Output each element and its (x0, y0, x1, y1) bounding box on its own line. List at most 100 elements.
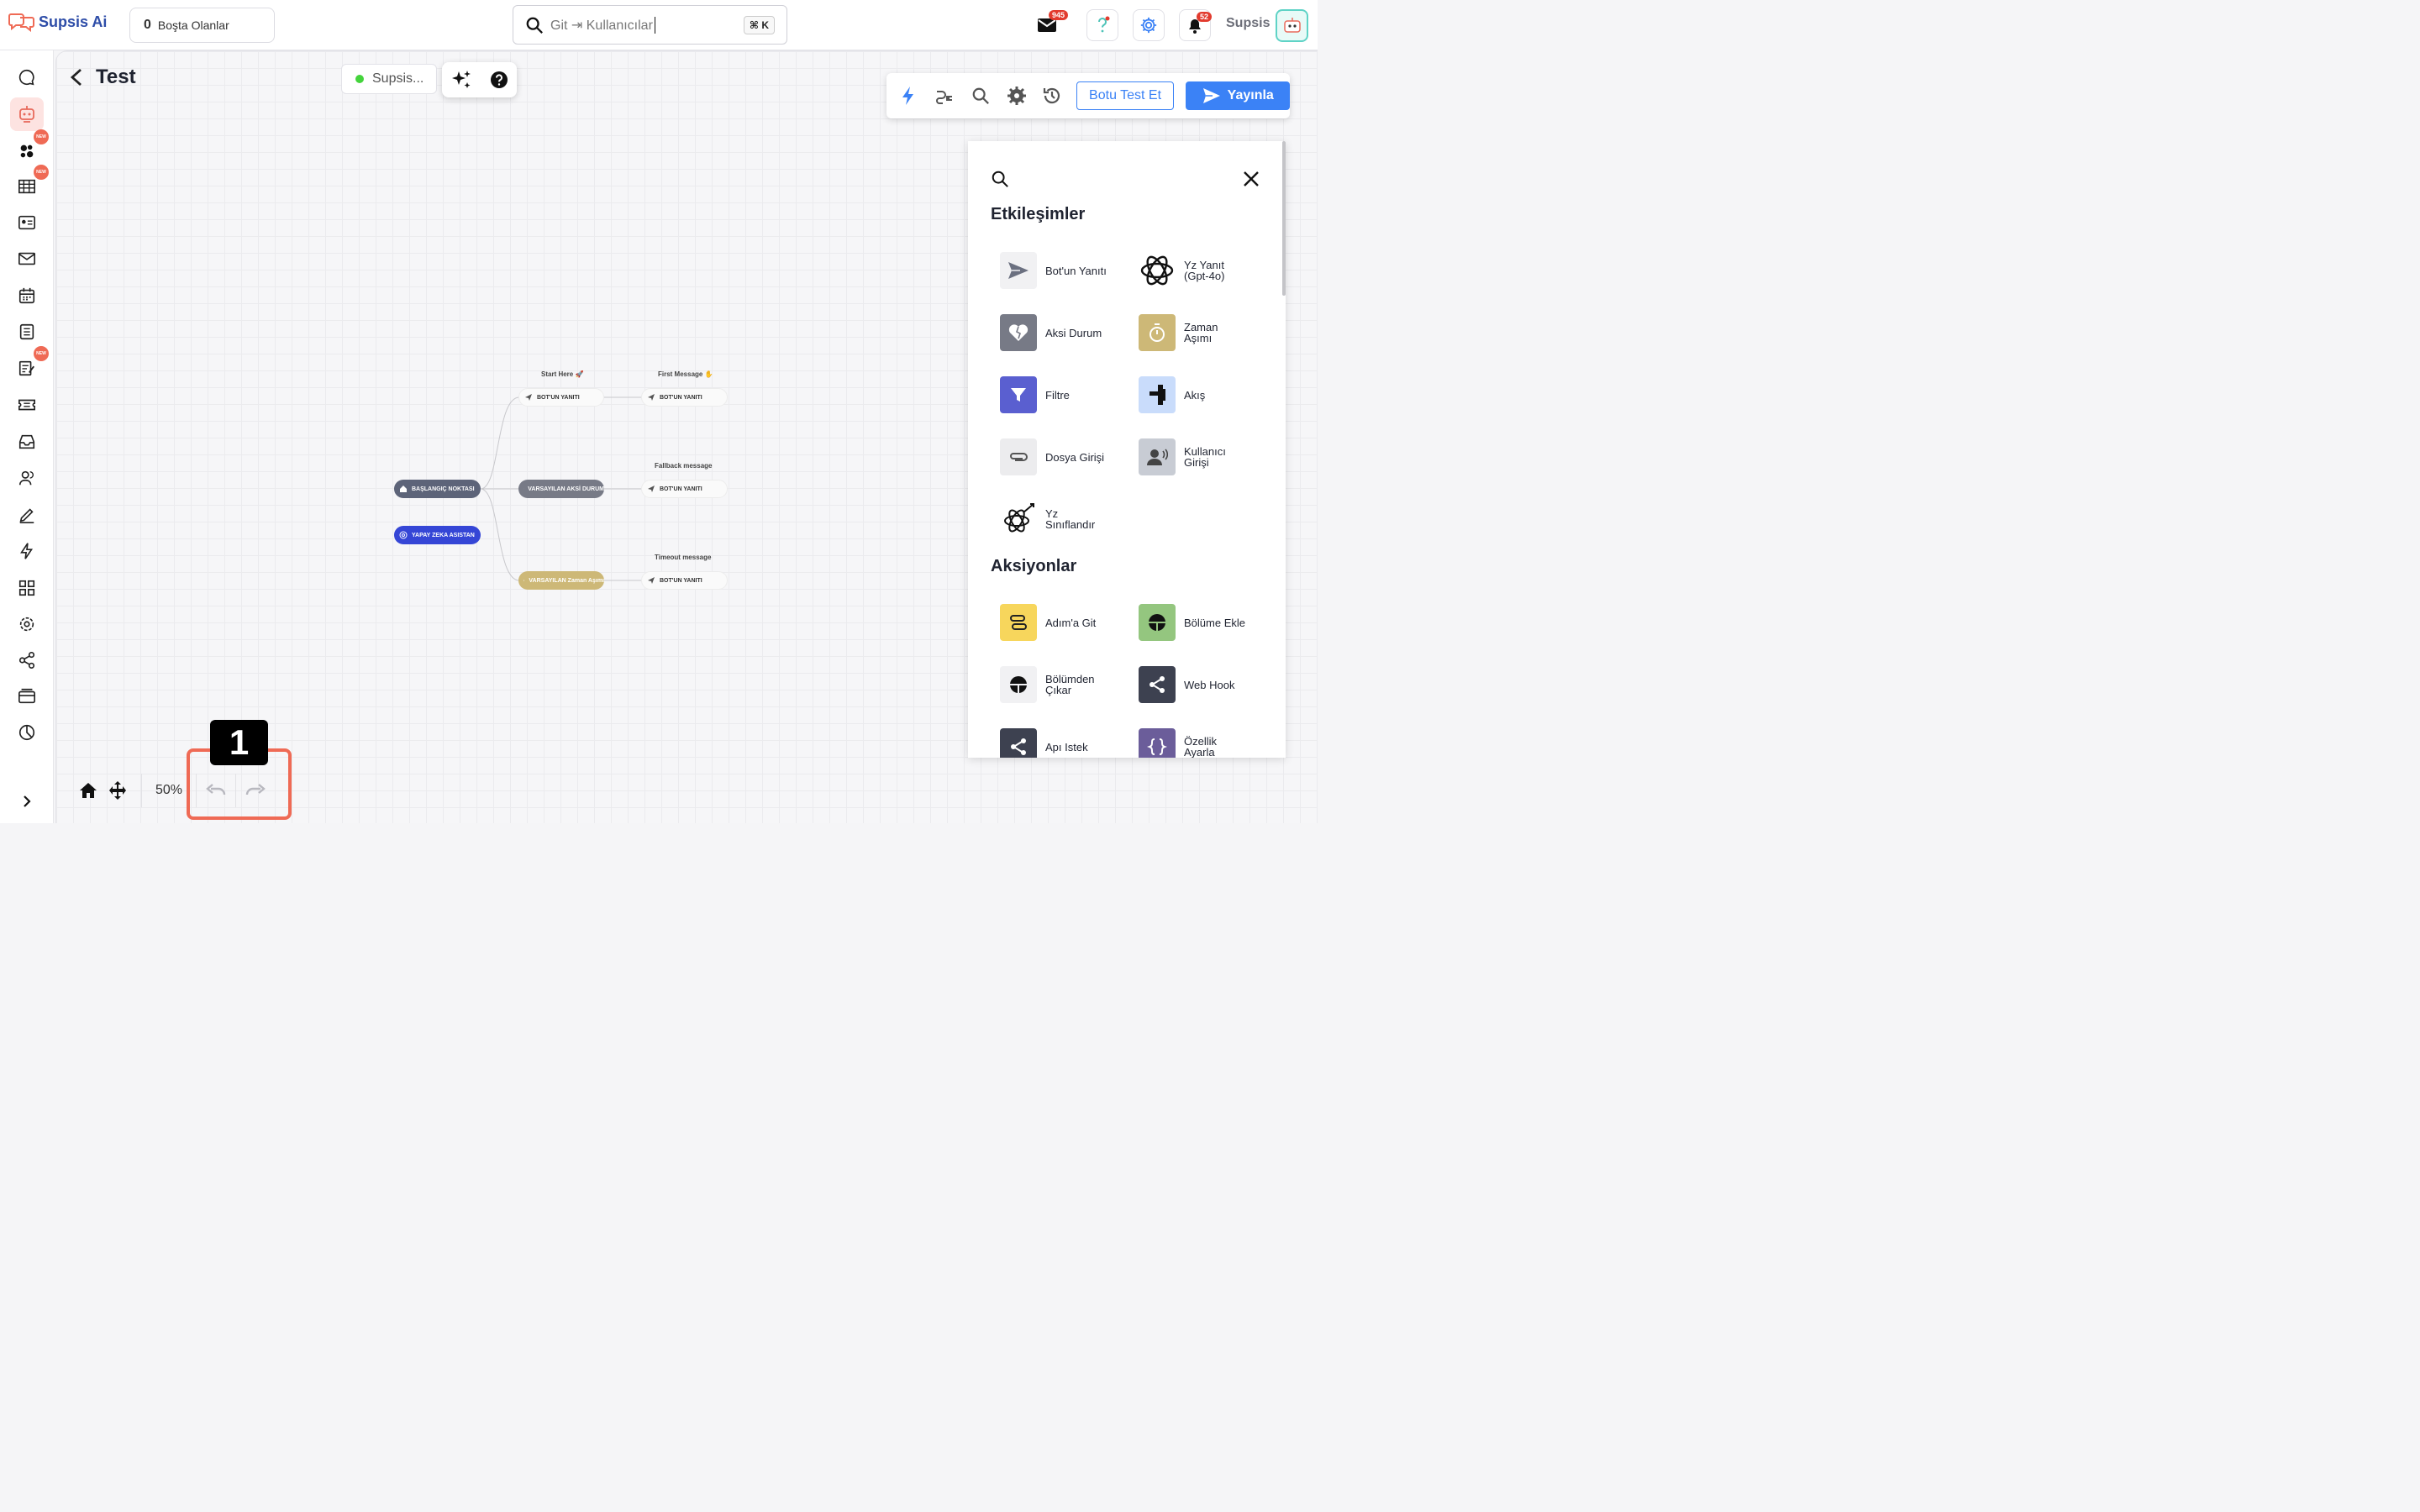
home-icon (80, 783, 97, 798)
history-tool[interactable] (1040, 83, 1065, 108)
flow-node-bot-reply[interactable]: BOT'UN YANITI (641, 571, 728, 590)
openai-icon (1140, 255, 1174, 286)
avatar[interactable] (1276, 9, 1308, 42)
bot-status-selector[interactable]: Supsis... (341, 64, 437, 94)
component-label: Bot'un Yanıtı (1045, 264, 1107, 277)
panel-scrollbar[interactable] (1282, 141, 1286, 296)
filter-icon (1011, 388, 1026, 402)
notifications-button[interactable]: 52 (1179, 9, 1213, 41)
component-label: (Gpt-4o) (1184, 270, 1225, 282)
panel-search[interactable] (991, 170, 1009, 188)
global-search[interactable]: Git ⇥ Kullanıcılar ⌘ K (513, 5, 787, 45)
zoom-level[interactable]: 50% (155, 783, 183, 797)
actions-title: Aksiyonlar (991, 557, 1077, 575)
sidebar-item-reports[interactable] (10, 716, 44, 749)
search-input[interactable]: Git ⇥ Kullanıcılar (550, 18, 653, 33)
back-arrow-icon[interactable] (69, 68, 84, 87)
search-tool[interactable] (968, 83, 992, 108)
publish-button[interactable]: Yayınla (1186, 81, 1290, 110)
sidebar-item-tables[interactable]: NEW (10, 165, 49, 203)
expand-sidebar-button[interactable] (18, 793, 35, 810)
undo-button[interactable] (197, 771, 235, 810)
test-bot-button[interactable]: Botu Test Et (1076, 81, 1175, 110)
flow-icon (1150, 385, 1165, 405)
mail-icon (18, 252, 35, 265)
sidebar-item-edit[interactable] (10, 498, 44, 532)
sidebar-item-billing[interactable] (10, 680, 44, 713)
flow-node-bot-reply[interactable]: BOT'UN YANITI (518, 388, 604, 407)
new-badge: NEW (34, 165, 49, 180)
sidebar-item-integrations[interactable]: NEW (10, 129, 49, 168)
connections-tool[interactable] (933, 83, 957, 108)
flow-node-bot-reply[interactable]: BOT'UN YANITI (641, 480, 728, 498)
components-panel: Etkileşimler Bot'un Yanıtı Yz Yanıt(Gpt-… (968, 141, 1286, 758)
sidebar-item-automations[interactable] (10, 534, 44, 568)
mail-button[interactable]: 945 (1032, 10, 1069, 40)
flow-connections (480, 396, 641, 581)
question-circle-icon[interactable] (490, 71, 508, 89)
component-bot-reply[interactable]: Bot'un Yanıtı (1000, 252, 1134, 289)
node-label: VARSAYILAN AKSİ DURUM (528, 486, 604, 492)
settings-tool[interactable] (1004, 83, 1028, 108)
component-add-to-segment[interactable]: Bölüme Ekle (1139, 604, 1273, 641)
flow-node-start[interactable]: BAŞLANGIÇ NOKTASI (394, 480, 481, 498)
flow-node-ai-assistant[interactable]: YAPAY ZEKA ASISTAN (394, 526, 481, 544)
sidebar-item-settings[interactable] (10, 607, 44, 641)
search-icon (972, 87, 989, 104)
sidebar-item-mail[interactable] (10, 242, 44, 276)
component-web-hook[interactable]: Web Hook (1139, 666, 1273, 703)
logo-chat-icon (8, 13, 34, 32)
sidebar-item-apps[interactable] (10, 571, 44, 605)
node-label: YAPAY ZEKA ASISTAN (412, 532, 475, 538)
help-button[interactable] (1086, 9, 1118, 41)
sidebar-item-share[interactable] (10, 643, 44, 677)
sidebar-item-inbox[interactable] (10, 425, 44, 459)
component-file-input[interactable]: Dosya Girişi (1000, 438, 1134, 475)
logo[interactable]: Supsis Ai (8, 12, 107, 32)
sidebar-item-calendar[interactable] (10, 279, 44, 312)
sidebar-item-forms[interactable]: NEW (10, 346, 49, 385)
flow-node-default-timeout[interactable]: VARSAYILAN Zaman Aşımı (518, 571, 604, 590)
grid-icon (18, 580, 35, 596)
idle-label: Boşta Olanlar (157, 18, 229, 32)
close-panel-button[interactable] (1242, 170, 1260, 188)
component-filter[interactable]: Filtre (1000, 376, 1134, 413)
sidebar-item-lists[interactable] (10, 315, 44, 349)
component-go-to-step[interactable]: Adım'a Git (1000, 604, 1134, 641)
pan-button[interactable] (108, 771, 128, 810)
home-button[interactable] (69, 771, 108, 810)
component-fallback[interactable]: Aksi Durum (1000, 314, 1134, 351)
sidebar-item-chat[interactable] (10, 60, 44, 94)
search-icon (526, 17, 543, 34)
flow-node-default-fallback[interactable]: VARSAYILAN AKSİ DURUM (518, 480, 604, 498)
sidebar-item-tickets[interactable] (10, 388, 44, 422)
component-label: Çıkar (1045, 684, 1072, 696)
ticket-icon (18, 399, 35, 411)
sparkles-icon[interactable] (450, 69, 472, 91)
share-icon (1011, 738, 1026, 755)
node-label: BOT'UN YANITI (660, 577, 702, 584)
form-icon (18, 360, 34, 376)
editor-toolbar: Botu Test Et Yayınla (886, 73, 1290, 118)
settings-button[interactable] (1133, 9, 1165, 41)
triggers-tool[interactable] (897, 83, 921, 108)
search-shortcut: ⌘ K (743, 15, 775, 34)
component-flow[interactable]: Akış (1139, 376, 1273, 413)
idle-users-button[interactable]: 0 Boşta Olanlar (129, 8, 275, 43)
interactions-title: Etkileşimler (991, 205, 1086, 223)
bot-icon (19, 106, 34, 123)
share-icon (1150, 676, 1165, 693)
logo-text: Supsis Ai (39, 13, 108, 30)
flow-node-bot-reply[interactable]: BOT'UN YANITI (641, 388, 728, 407)
component-ai-reply[interactable]: Yz Yanıt(Gpt-4o) (1139, 252, 1273, 289)
sidebar-item-bot[interactable] (10, 97, 44, 131)
sidebar-item-users[interactable] (10, 461, 44, 495)
sidebar-item-contacts[interactable] (10, 206, 44, 239)
redo-button[interactable] (236, 771, 275, 810)
component-api-request[interactable]: Apı Istek (1000, 728, 1134, 758)
